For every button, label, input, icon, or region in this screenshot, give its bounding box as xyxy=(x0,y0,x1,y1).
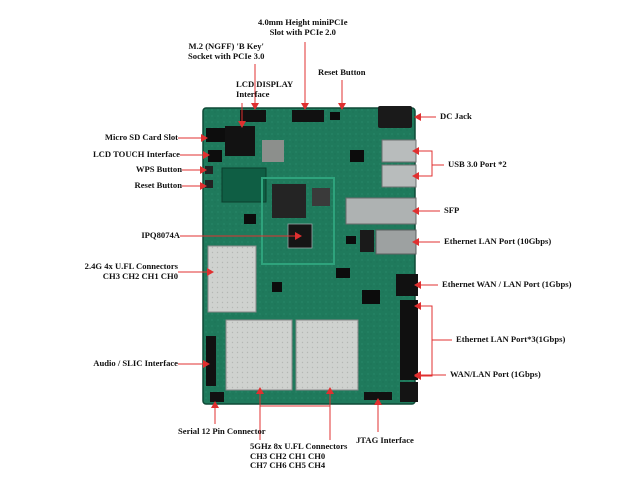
label-reset-left: Reset Button xyxy=(134,180,182,190)
label-eth-wan: Ethernet WAN / LAN Port (1Gbps) xyxy=(442,279,572,289)
rj45-lan3 xyxy=(400,300,418,380)
label-ufl-24g: 2.4G 4x U.FL Connectors CH3 CH2 CH1 CH0 xyxy=(84,261,178,281)
label-dc-jack: DC Jack xyxy=(440,111,472,121)
lcd-touch-header xyxy=(208,150,222,162)
label-eth-10g: Ethernet LAN Port (10Gbps) xyxy=(444,236,552,246)
label-reset-top: Reset Button xyxy=(318,67,366,77)
label-ipq: IPQ8074A xyxy=(141,230,180,240)
label-lcd-display: LCD DISPLAY Interface xyxy=(236,79,294,99)
minipcie-slot xyxy=(292,110,324,122)
shield-2g xyxy=(207,245,257,313)
label-sfp: SFP xyxy=(444,205,460,215)
rj45-10g xyxy=(375,229,417,255)
label-micro-sd: Micro SD Card Slot xyxy=(104,132,178,142)
usb-port-2 xyxy=(381,164,417,188)
label-wps: WPS Button xyxy=(135,164,182,174)
rj45-wanlan xyxy=(400,382,418,402)
label-eth-lan3: Ethernet LAN Port*3(1Gbps) xyxy=(456,334,566,344)
reset-button-left xyxy=(205,180,213,188)
serial-header xyxy=(210,392,224,402)
dc-jack xyxy=(378,106,412,128)
label-serial: Serial 12 Pin Connector xyxy=(178,426,266,436)
usb-port-1 xyxy=(381,139,417,163)
shield-5g-b xyxy=(295,319,359,391)
label-lcd-touch: LCD TOUCH Interface xyxy=(92,149,180,159)
jtag-header xyxy=(364,392,392,400)
m2-socket xyxy=(240,110,266,122)
shield-5g-a xyxy=(225,319,293,391)
label-wan-lan: WAN/LAN Port (1Gbps) xyxy=(450,369,541,379)
label-ufl-5g: 5GHz 8x U.FL Connectors CH3 CH2 CH1 CH0 … xyxy=(250,441,348,471)
microsd-slot xyxy=(206,128,226,142)
label-jtag: JTAG Interface xyxy=(356,435,414,445)
audio-header xyxy=(206,336,216,386)
lcd-display-header xyxy=(225,126,255,156)
rj45-wan xyxy=(396,274,418,296)
label-audio: Audio / SLIC Interface xyxy=(93,358,178,368)
sfp-cage xyxy=(345,197,417,225)
label-m2: M.2 (NGFF) 'B Key' Socket with PCIe 3.0 xyxy=(188,41,265,61)
label-usb: USB 3.0 Port *2 xyxy=(448,159,507,169)
label-minipcie: 4.0mm Height miniPCIe Slot with PCIe 2.0 xyxy=(258,17,348,37)
wps-button xyxy=(205,166,213,174)
